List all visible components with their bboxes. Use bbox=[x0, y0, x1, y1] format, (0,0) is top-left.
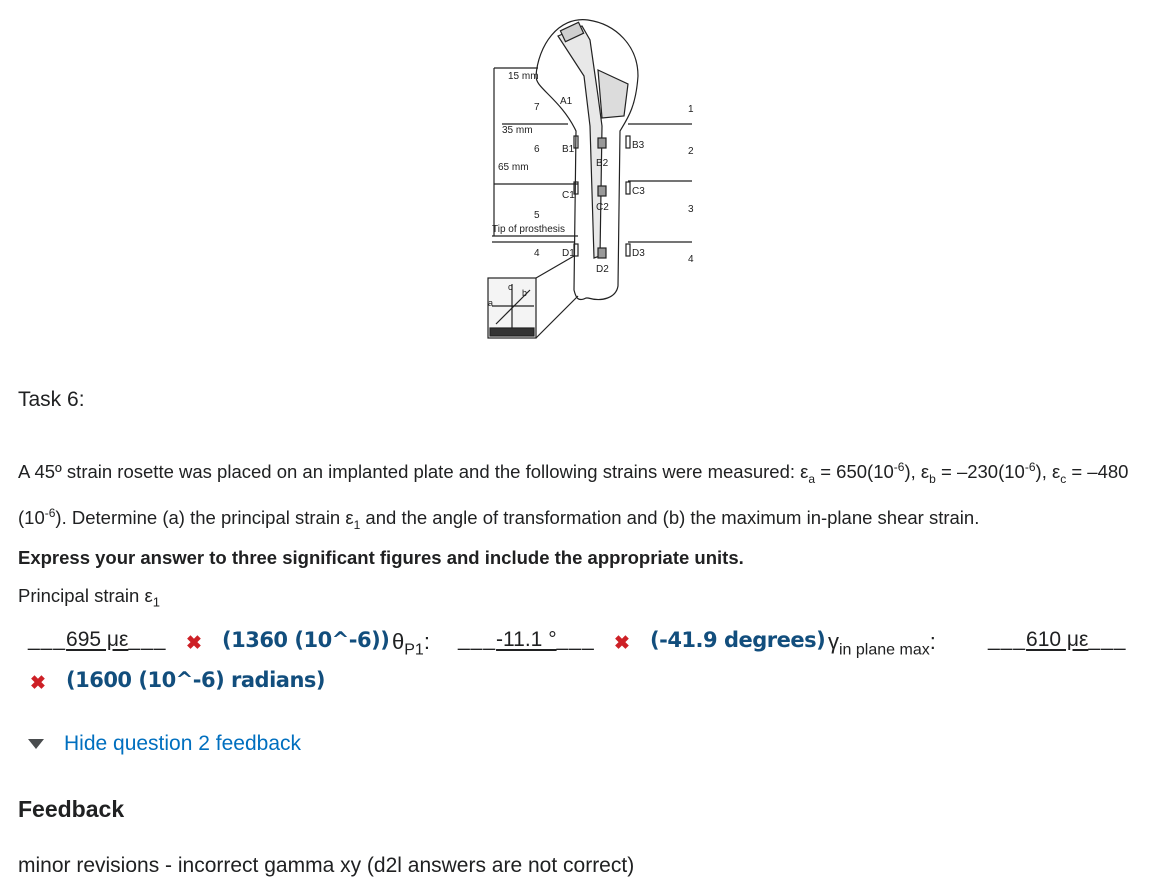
rosette-letter-a: a bbox=[488, 298, 493, 308]
gauge-label-a1: A1 bbox=[560, 96, 573, 107]
gauge-label-c3: C3 bbox=[632, 186, 645, 197]
right-number-3: 3 bbox=[688, 204, 694, 215]
feedback-heading: Feedback bbox=[18, 796, 125, 822]
gauge-label-b3: B3 bbox=[632, 140, 645, 151]
hide-feedback-toggle[interactable]: Hide question 2 feedback bbox=[28, 732, 301, 756]
femur-strain-gauge-figure: 15 mm 35 mm 65 mm Tip of prosthesis 7 6 … bbox=[487, 19, 694, 339]
gauge-label-d1: D1 bbox=[562, 248, 575, 259]
dim-65mm-label: 65 mm bbox=[498, 162, 529, 173]
answer-blank-principal-strain: ___695 με___ bbox=[28, 628, 167, 651]
hide-feedback-link[interactable]: Hide question 2 feedback bbox=[64, 732, 301, 755]
dim-35mm-label: 35 mm bbox=[502, 125, 533, 136]
incorrect-x-icon: ✖ bbox=[30, 673, 46, 694]
left-number-7: 7 bbox=[534, 102, 540, 113]
right-number-4: 4 bbox=[688, 254, 694, 265]
left-number-6: 6 bbox=[534, 144, 540, 155]
correct-answer-angle: (-41.9 degrees) bbox=[650, 628, 826, 652]
answer-blank-shear-strain: ___610 με___ bbox=[988, 628, 1127, 651]
gauge-label-b2: B2 bbox=[596, 158, 609, 169]
theta-p1-label: θP1: bbox=[392, 629, 430, 659]
gauge-label-c1: C1 bbox=[562, 190, 575, 201]
answer-row: ___695 με___ ✖ (1360 (10^-6)) θP1: ___-1… bbox=[0, 628, 1172, 662]
task-title: Task 6: bbox=[18, 388, 85, 411]
left-number-4: 4 bbox=[534, 248, 540, 259]
gauge-label-b1: B1 bbox=[562, 144, 575, 155]
triangle-down-icon bbox=[28, 739, 44, 749]
rosette-letter-c: c bbox=[508, 282, 513, 292]
rosette-letter-b: b bbox=[522, 288, 527, 298]
tip-of-prosthesis-label: Tip of prosthesis bbox=[492, 224, 565, 235]
correct-answer-shear-strain: (1600 (10^-6) radians) bbox=[66, 668, 326, 692]
feedback-text: minor revisions - incorrect gamma xy (d2… bbox=[18, 854, 635, 877]
answer-blank-angle: ___-11.1 °___ bbox=[458, 628, 595, 651]
problem-statement: A 45º strain rosette was placed on an im… bbox=[18, 460, 1129, 532]
left-number-5: 5 bbox=[534, 210, 540, 221]
dim-15mm-label: 15 mm bbox=[508, 71, 539, 82]
incorrect-x-icon: ✖ bbox=[614, 633, 630, 654]
gauge-label-c2: C2 bbox=[596, 202, 609, 213]
principal-strain-label: Principal strain ε1 bbox=[18, 585, 160, 610]
correct-answer-principal-strain: (1360 (10^-6)) bbox=[222, 628, 390, 652]
right-number-2: 2 bbox=[688, 146, 694, 157]
gauge-label-d2: D2 bbox=[596, 264, 609, 275]
gamma-in-plane-max-label: γin plane max: bbox=[828, 629, 936, 659]
gauge-label-d3: D3 bbox=[632, 248, 645, 259]
right-number-1: 1 bbox=[688, 104, 694, 115]
answer-row-continued: ✖ (1600 (10^-6) radians) bbox=[0, 668, 1172, 702]
answer-instruction: Express your answer to three significant… bbox=[18, 547, 744, 568]
incorrect-x-icon: ✖ bbox=[186, 633, 202, 654]
